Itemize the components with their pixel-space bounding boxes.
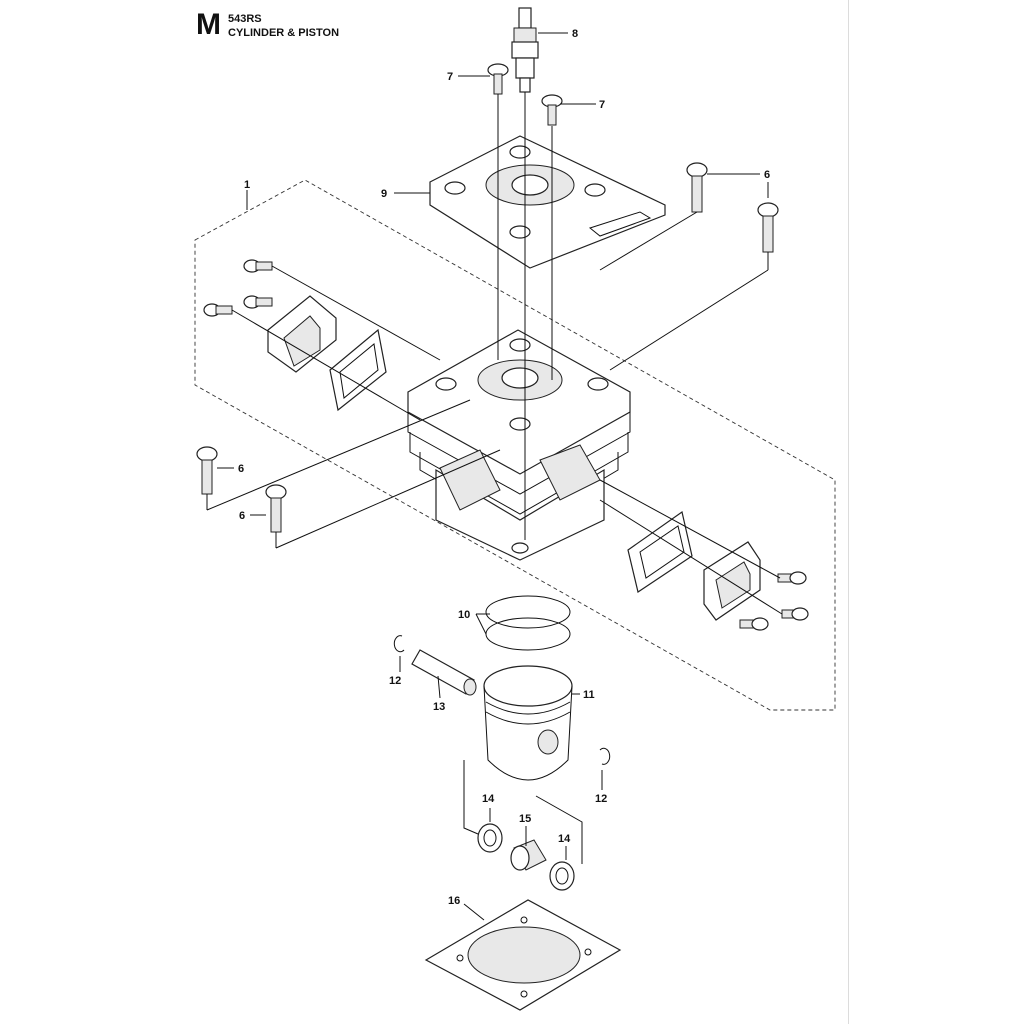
callout-1: 1 [244,179,250,191]
callout-6-left-top: 6 [238,463,244,475]
needle-bearing [510,839,547,871]
callout-6-left-bottom: 6 [239,510,245,522]
section-title: CYLINDER & PISTON [228,27,340,39]
piston-pin [411,649,477,696]
exhaust-gasket-right [627,510,693,593]
callout-16: 16 [448,895,460,907]
thrust-washer-left [477,823,503,853]
callout-7-right: 7 [599,99,605,111]
screw-7-left [487,63,509,95]
screw-7-right [541,94,563,126]
circlip-left [393,635,405,653]
screw-6-top-1 [686,162,708,213]
callout-9: 9 [381,188,387,200]
callout-15: 15 [519,813,531,825]
callout-14-right: 14 [558,833,571,845]
section-letter: M [196,8,221,41]
callout-10: 10 [458,609,470,621]
screw-6-left-1 [196,446,218,495]
cylinder-base-gasket [424,899,622,1011]
piston [483,665,573,781]
cylinder [407,329,631,561]
intake-gasket-left [329,328,387,412]
leader-lines [206,32,783,921]
intake-flange-left [267,295,337,373]
callout-6-right: 6 [764,169,770,181]
circlip-right [599,747,611,765]
cylinder-head-gasket [429,135,666,269]
intake-screws-left [203,259,273,317]
piston-rings [485,595,571,651]
callout-7-left: 7 [447,71,453,83]
callout-11: 11 [583,689,595,701]
callout-8: 8 [572,28,578,40]
exhaust-flange-right [703,541,761,621]
callout-12-left: 12 [389,675,401,687]
callout-12-right: 12 [595,793,607,805]
screw-6-left-2 [265,484,287,533]
page-border-line [848,0,849,1024]
spark-plug [511,7,539,93]
model-number: 543RS [228,13,262,25]
callout-13: 13 [433,701,445,713]
assembly-boundary [194,179,836,711]
screw-6-top-2 [757,202,779,253]
thrust-washer-right [549,861,575,891]
callout-14-left: 14 [482,793,495,805]
exhaust-screws-right [739,571,809,631]
